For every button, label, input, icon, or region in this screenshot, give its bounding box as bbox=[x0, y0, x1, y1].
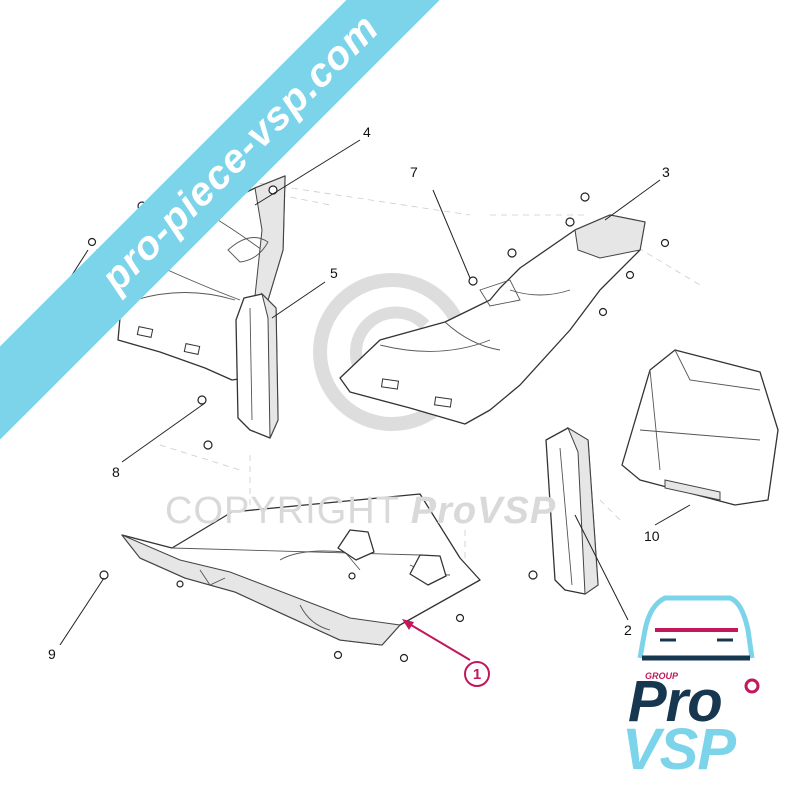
part-2-right-splash-strip bbox=[545, 426, 599, 595]
callout-7: 7 bbox=[410, 164, 418, 180]
callout-3: 3 bbox=[662, 164, 670, 180]
callout-5: 5 bbox=[330, 265, 338, 281]
watermark-text: COPYRIGHT bbox=[165, 490, 400, 532]
callout-8: 8 bbox=[112, 464, 120, 480]
logo-group-label: GROUP bbox=[645, 671, 679, 681]
logo-text-pro: Pro bbox=[628, 669, 723, 734]
part-3-right-wheel-arch-liner bbox=[339, 192, 670, 425]
loose-fasteners bbox=[99, 395, 538, 580]
callout-1-highlighted: 1 bbox=[464, 661, 490, 687]
copyright-watermark: COPYRIGHT ProVSP bbox=[165, 490, 556, 533]
part-10-storage-tray bbox=[621, 349, 779, 506]
watermark-brand: ProVSP bbox=[410, 490, 557, 532]
callout-10: 10 bbox=[644, 528, 660, 544]
callout-2: 2 bbox=[624, 622, 632, 638]
logo-text-vsp: VSP bbox=[622, 717, 736, 782]
part-1-underbody-panel bbox=[121, 493, 481, 663]
callout-9: 9 bbox=[48, 646, 56, 662]
logo-car-icon bbox=[637, 595, 760, 694]
callout-4: 4 bbox=[363, 124, 371, 140]
part-5-left-splash-strip bbox=[235, 292, 279, 439]
